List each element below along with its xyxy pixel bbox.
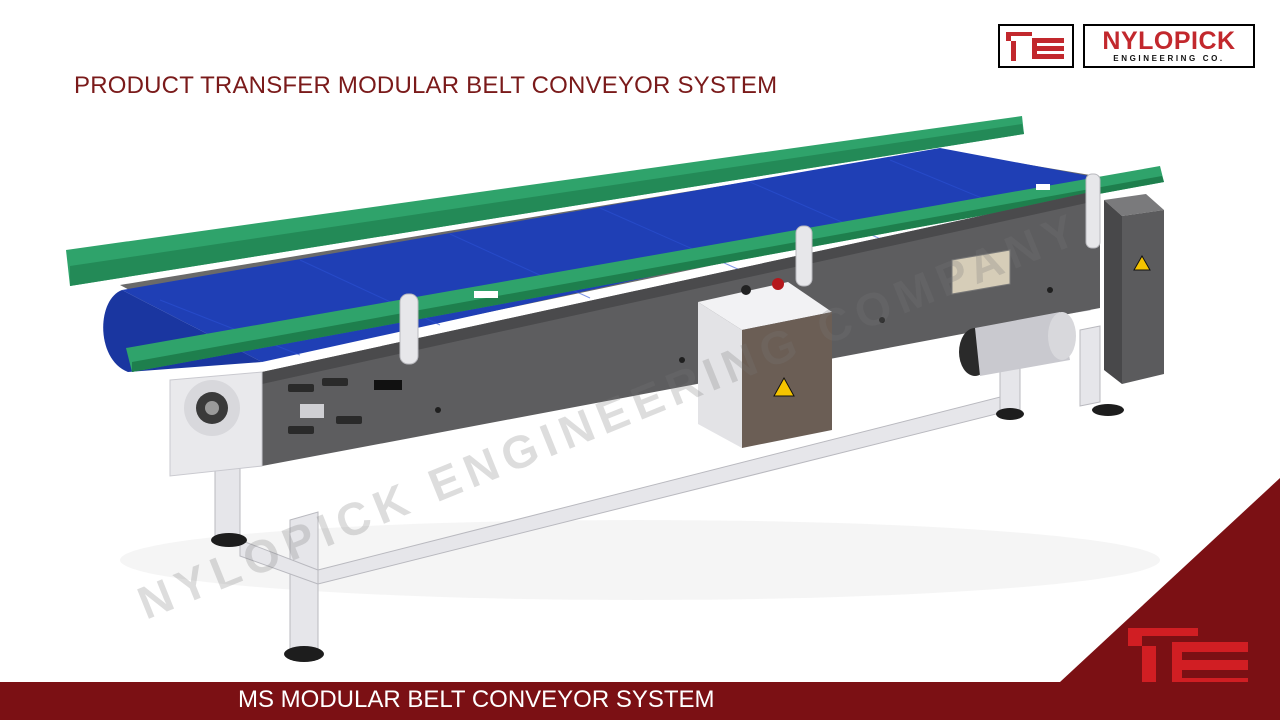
belt-tensioners [288,378,402,434]
brand-logo [998,24,1074,68]
direction-arrows [474,184,1050,298]
brand-subtitle: ENGINEERING CO. [1113,54,1225,63]
cabinet-warning-icon [1133,254,1151,271]
name-plate [951,249,1011,295]
brand-wordmark: NYLOPICK ENGINEERING CO. [1083,24,1255,68]
side-frame [262,190,1100,466]
control-panel [698,278,832,448]
drive-motor [959,312,1076,376]
footer-caption: MS MODULAR BELT CONVEYOR SYSTEM [238,686,715,713]
rail-brackets [399,173,1101,365]
te-monogram-icon [1006,32,1064,61]
page-title: PRODUCT TRANSFER MODULAR BELT CONVEYOR S… [74,72,778,99]
corner-accent [1060,478,1280,682]
warning-icon [773,376,795,397]
brand-name: NYLOPICK [1102,27,1236,55]
leveling-feet [211,404,1124,662]
tail-end-housing [169,371,263,477]
drive-cabinet [1104,194,1164,384]
footer-band [0,682,1280,720]
